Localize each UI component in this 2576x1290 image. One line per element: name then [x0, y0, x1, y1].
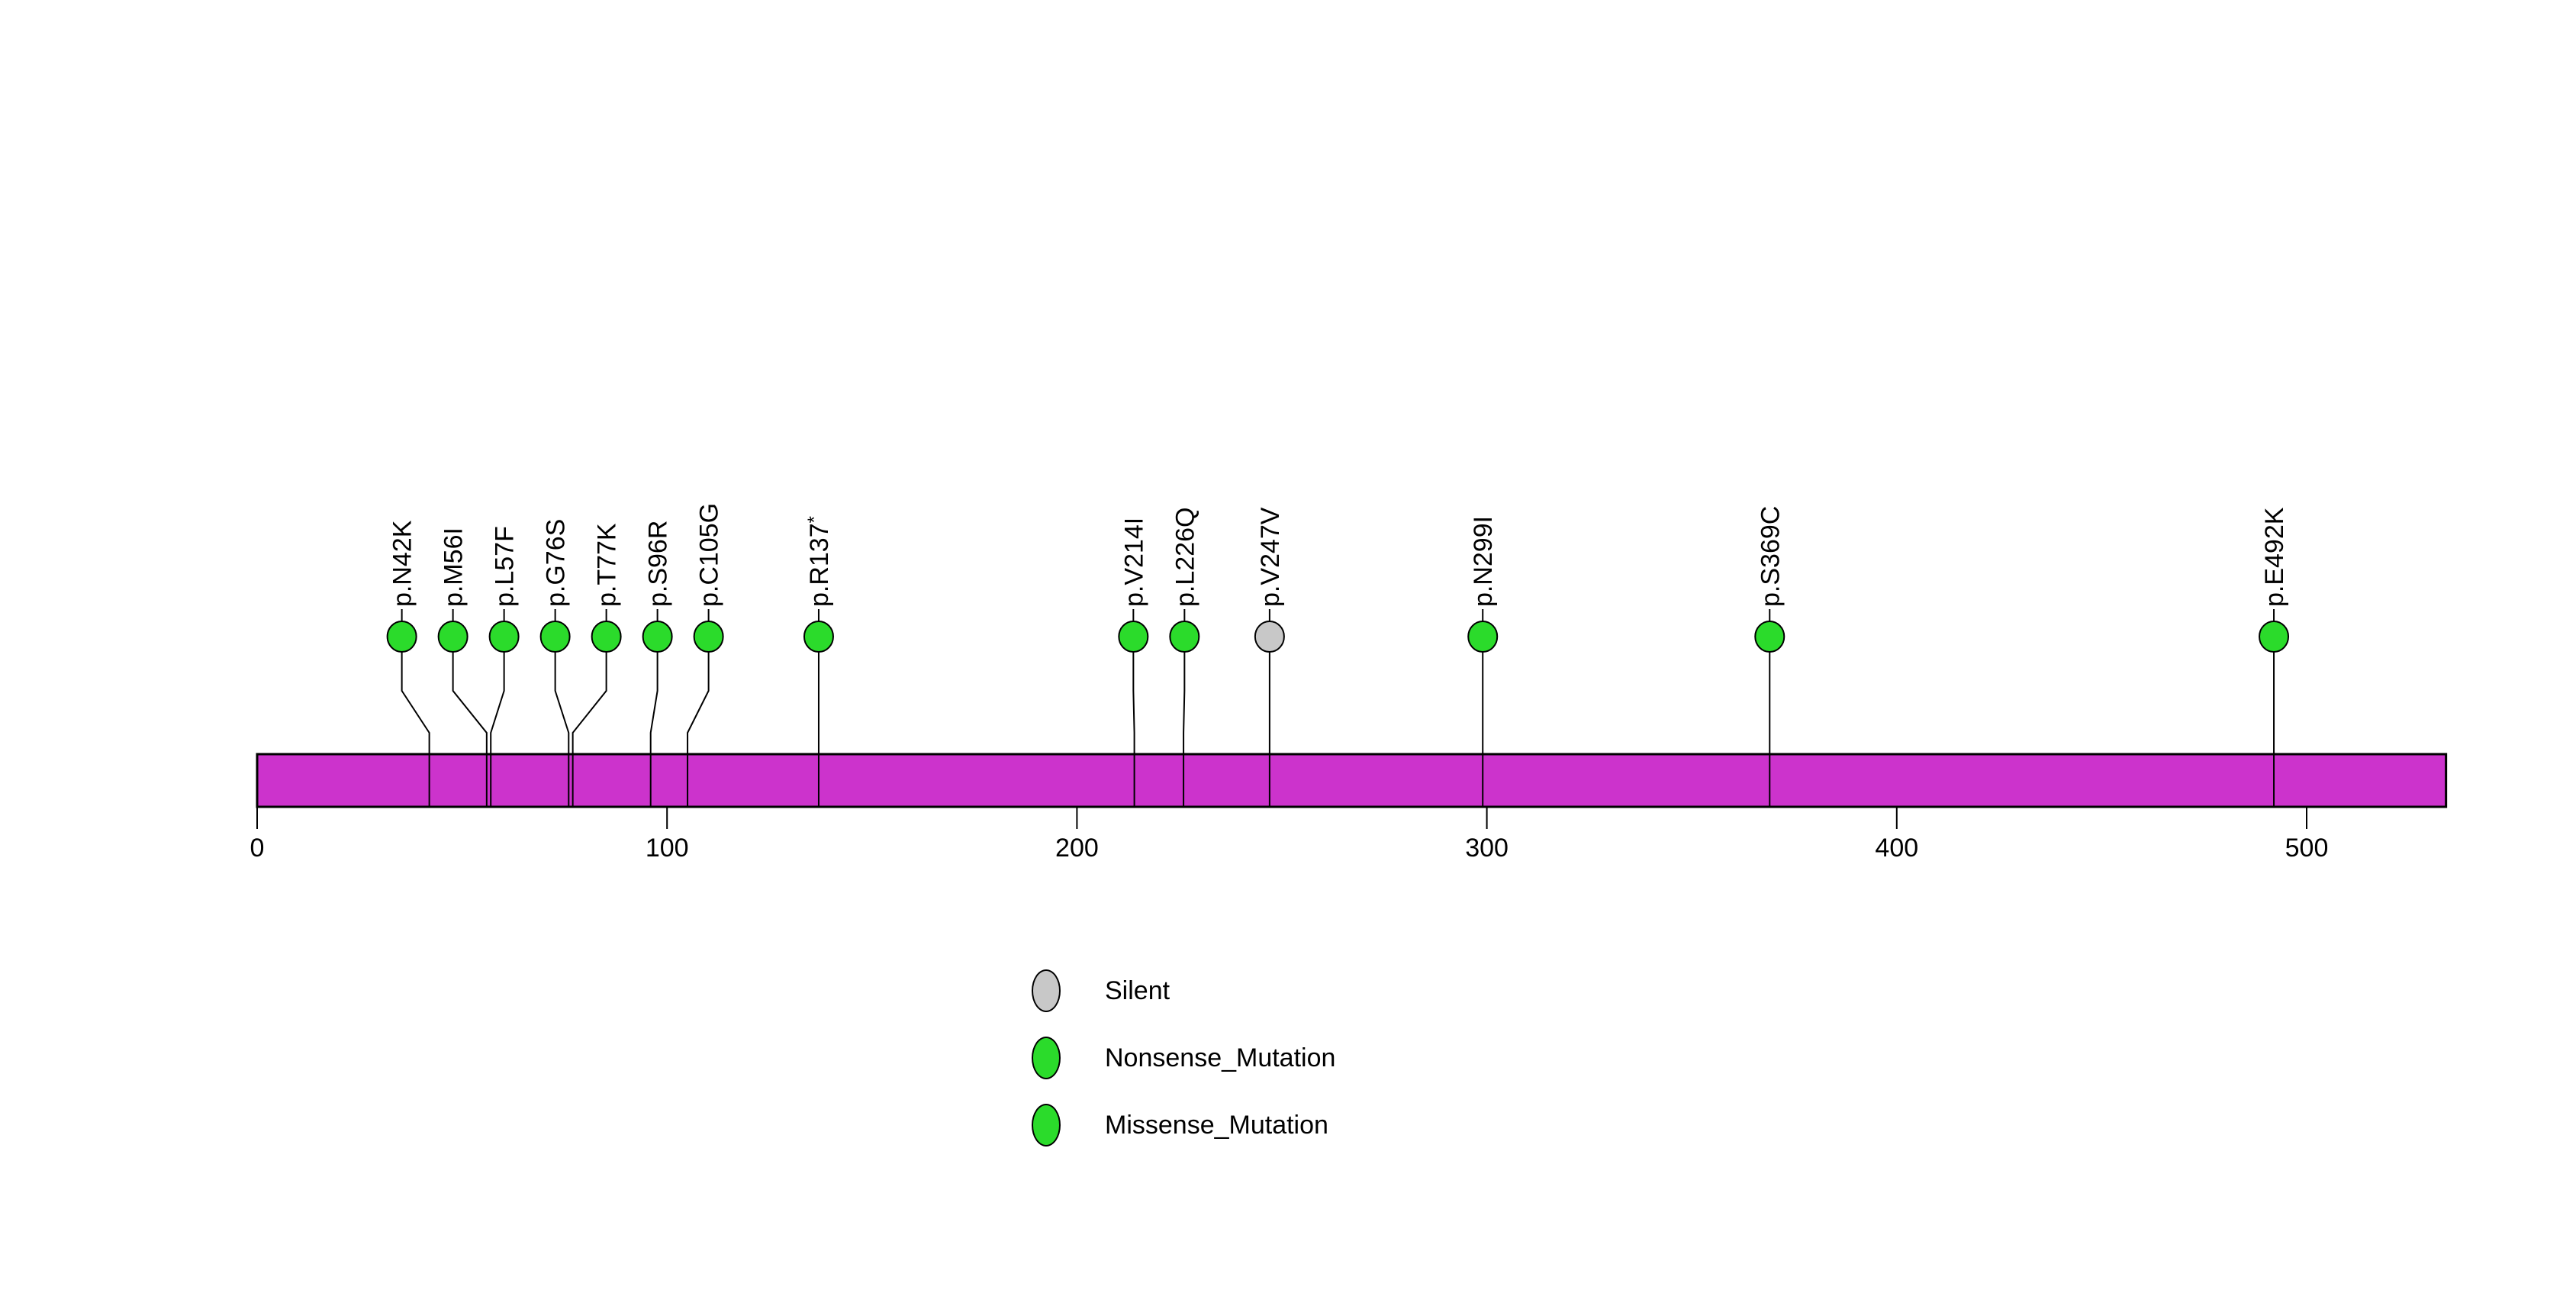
mutation-lollipop: p.E492K	[2259, 507, 2290, 807]
mutation-marker	[1169, 621, 1200, 653]
mutation-lollipop: p.N42K	[386, 520, 430, 807]
legend-swatch-nonsense_mutation	[1032, 1037, 1061, 1079]
legend-swatch-missense_mutation	[1032, 1104, 1061, 1146]
mutation-lollipop: p.V214I	[1118, 518, 1149, 807]
lollipop-stem	[452, 652, 488, 807]
mutation-label: p.N299I	[1469, 516, 1498, 607]
lollipop-stem	[401, 652, 430, 807]
mutation-label: p.M56I	[440, 527, 469, 607]
axis-tick-label: 500	[2285, 834, 2329, 863]
legend-row: Missense_Mutation	[1032, 1092, 1335, 1159]
mutation-lollipop: p.S369C	[1754, 506, 1785, 807]
mutation-label: p.L226Q	[1170, 508, 1199, 607]
mutation-lollipop: p.S96R	[642, 521, 673, 807]
axis-tick-label: 400	[1875, 834, 1918, 863]
protein-backbone-bar	[256, 753, 2448, 808]
mutation-marker	[1118, 621, 1149, 653]
mutation-lollipop: p.C105G	[687, 503, 724, 807]
mutation-label: p.G76S	[542, 519, 571, 607]
mutation-lollipop: p.V247V	[1254, 507, 1285, 807]
axis-tick-label: 100	[646, 834, 689, 863]
mutation-lollipop: p.R137*	[803, 516, 834, 807]
lollipop-stem	[572, 652, 607, 807]
mutation-marker	[437, 621, 469, 653]
legend-row: Silent	[1032, 957, 1335, 1024]
mutation-label: p.T77K	[593, 523, 622, 607]
legend-swatch-silent	[1032, 969, 1061, 1012]
mutation-lollipop: p.L226Q	[1169, 508, 1200, 807]
mutation-marker	[488, 621, 520, 653]
mutation-marker	[642, 621, 673, 653]
mutation-lollipop: p.L57F	[488, 526, 520, 807]
lollipop-stem	[490, 652, 505, 807]
mutation-lollipop: p.T77K	[572, 523, 622, 807]
legend-row: Nonsense_Mutation	[1032, 1024, 1335, 1092]
mutation-marker	[1467, 621, 1499, 653]
lollipop-stem	[554, 652, 570, 807]
mutation-label: p.R137*	[804, 516, 834, 607]
mutation-label: p.S369C	[1756, 506, 1785, 607]
mutation-label: p.N42K	[388, 520, 417, 607]
mutation-marker	[803, 621, 834, 653]
mutation-label: p.S96R	[644, 521, 673, 607]
legend-label: Silent	[1105, 976, 1170, 1005]
mutation-label: p.V247V	[1256, 507, 1285, 607]
mutation-marker	[1254, 621, 1285, 653]
legend-label: Missense_Mutation	[1105, 1111, 1328, 1140]
mutation-lollipop: p.N299I	[1467, 516, 1499, 807]
lollipop-stem	[1183, 652, 1186, 807]
legend-label: Nonsense_Mutation	[1105, 1043, 1336, 1072]
mutation-label: p.C105G	[695, 503, 724, 607]
mutation-label: p.V214I	[1119, 518, 1148, 607]
lollipop-stem	[649, 652, 658, 807]
axis-tick-label: 0	[250, 834, 265, 863]
axis-tick-label: 300	[1465, 834, 1509, 863]
mutation-marker	[693, 621, 724, 653]
mutation-marker	[1754, 621, 1785, 653]
mutation-label: p.L57F	[491, 526, 520, 607]
lollipop-stem	[687, 652, 710, 807]
mutation-lollipop: p.M56I	[437, 527, 488, 807]
mutation-marker	[2259, 621, 2290, 653]
axis-tick-label: 200	[1055, 834, 1099, 863]
mutation-marker	[386, 621, 417, 653]
lollipop-stem	[1132, 652, 1135, 807]
mutation-label-suffix: *	[804, 516, 825, 523]
mutation-marker	[591, 621, 622, 653]
mutation-lollipop: p.G76S	[539, 519, 571, 807]
mutation-label: p.E492K	[2260, 507, 2289, 607]
mutation-marker	[539, 621, 571, 653]
